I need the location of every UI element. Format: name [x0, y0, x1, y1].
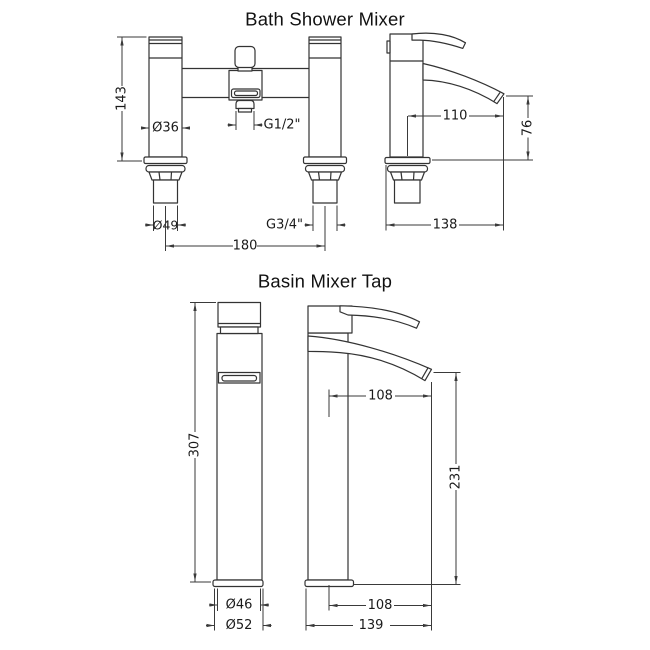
dimension-spout-reach-110: 110	[407, 109, 503, 156]
dimension-spout-reach-108: 108	[328, 382, 432, 631]
dimension-inlet-thread: G3/4"	[266, 205, 346, 233]
dimension-height-143: 143	[115, 36, 147, 162]
dim-label-143: 143	[115, 86, 130, 111]
shower-hose-thread	[237, 107, 253, 113]
dim-label-o46: Ø46	[226, 598, 253, 613]
dimension-shower-thread: G1/2"	[227, 111, 301, 133]
lever-handle	[411, 32, 467, 49]
bath-shower-mixer-section: Bath Shower Mixer	[115, 9, 536, 254]
dimension-depth-139: 139	[305, 588, 431, 633]
right-base-assembly	[302, 156, 348, 204]
shower-hose-connector	[235, 99, 255, 110]
left-pillar	[148, 36, 183, 158]
dim-label-231: 231	[449, 465, 464, 490]
bath-shower-mixer-side-view: 110 76 138	[384, 32, 536, 233]
dimension-depth-138: 138	[385, 97, 504, 233]
dimension-height-307: 307	[188, 302, 216, 583]
cap-neck-ring	[219, 326, 259, 335]
tap-column	[216, 332, 263, 581]
basin-mixer-tap-section: Basin Mixer Tap 307	[188, 271, 464, 634]
dimension-baseplate-diameter: Ø52	[206, 588, 272, 633]
basin-mixer-tap-title: Basin Mixer Tap	[258, 271, 392, 292]
dim-label-o36: Ø36	[152, 121, 179, 136]
lever-handle	[339, 305, 421, 329]
dimension-spout-height-231: 231	[353, 372, 464, 585]
bath-shower-mixer-front-view: 143 Ø36 G1/2"	[115, 36, 348, 254]
dim-label-108-top: 108	[368, 389, 393, 404]
diverter-knob	[234, 45, 256, 69]
left-base-assembly	[143, 156, 188, 204]
tap-body-side	[389, 33, 424, 158]
dim-label-138: 138	[433, 218, 458, 233]
dim-label-108-bottom: 108	[368, 598, 393, 613]
dim-label-180: 180	[233, 239, 258, 254]
right-pillar	[308, 36, 342, 158]
basin-mixer-side-view: 108 231 108 139	[304, 305, 464, 633]
side-base-assembly	[384, 156, 431, 204]
bath-shower-mixer-title: Bath Shower Mixer	[245, 9, 405, 30]
dim-label-139: 139	[359, 618, 384, 633]
spout-lip-inner	[233, 90, 259, 97]
base-plate-front	[212, 579, 264, 588]
dimension-spout-height-76: 76	[432, 95, 536, 161]
curved-spout	[422, 62, 505, 105]
curved-spout	[307, 335, 433, 382]
dim-label-110: 110	[443, 109, 468, 124]
dim-label-307: 307	[188, 433, 203, 458]
dim-label-o52: Ø52	[226, 618, 253, 633]
dimension-base-reach-108: 108	[328, 585, 431, 613]
handle-front-tab	[386, 40, 391, 54]
dimension-body-diameter: Ø46	[209, 588, 269, 613]
basin-mixer-front-view: 307 Ø46 Ø52	[188, 301, 272, 633]
dim-label-76: 76	[521, 120, 536, 137]
dim-label-g34: G3/4"	[266, 218, 303, 233]
tall-body-side	[307, 332, 349, 581]
dimension-tap-centres: 180	[165, 206, 326, 254]
dimension-pillar-diameter: Ø36	[140, 121, 191, 136]
spout-slot-inner	[221, 374, 258, 382]
dim-label-g12: G1/2"	[264, 118, 301, 133]
